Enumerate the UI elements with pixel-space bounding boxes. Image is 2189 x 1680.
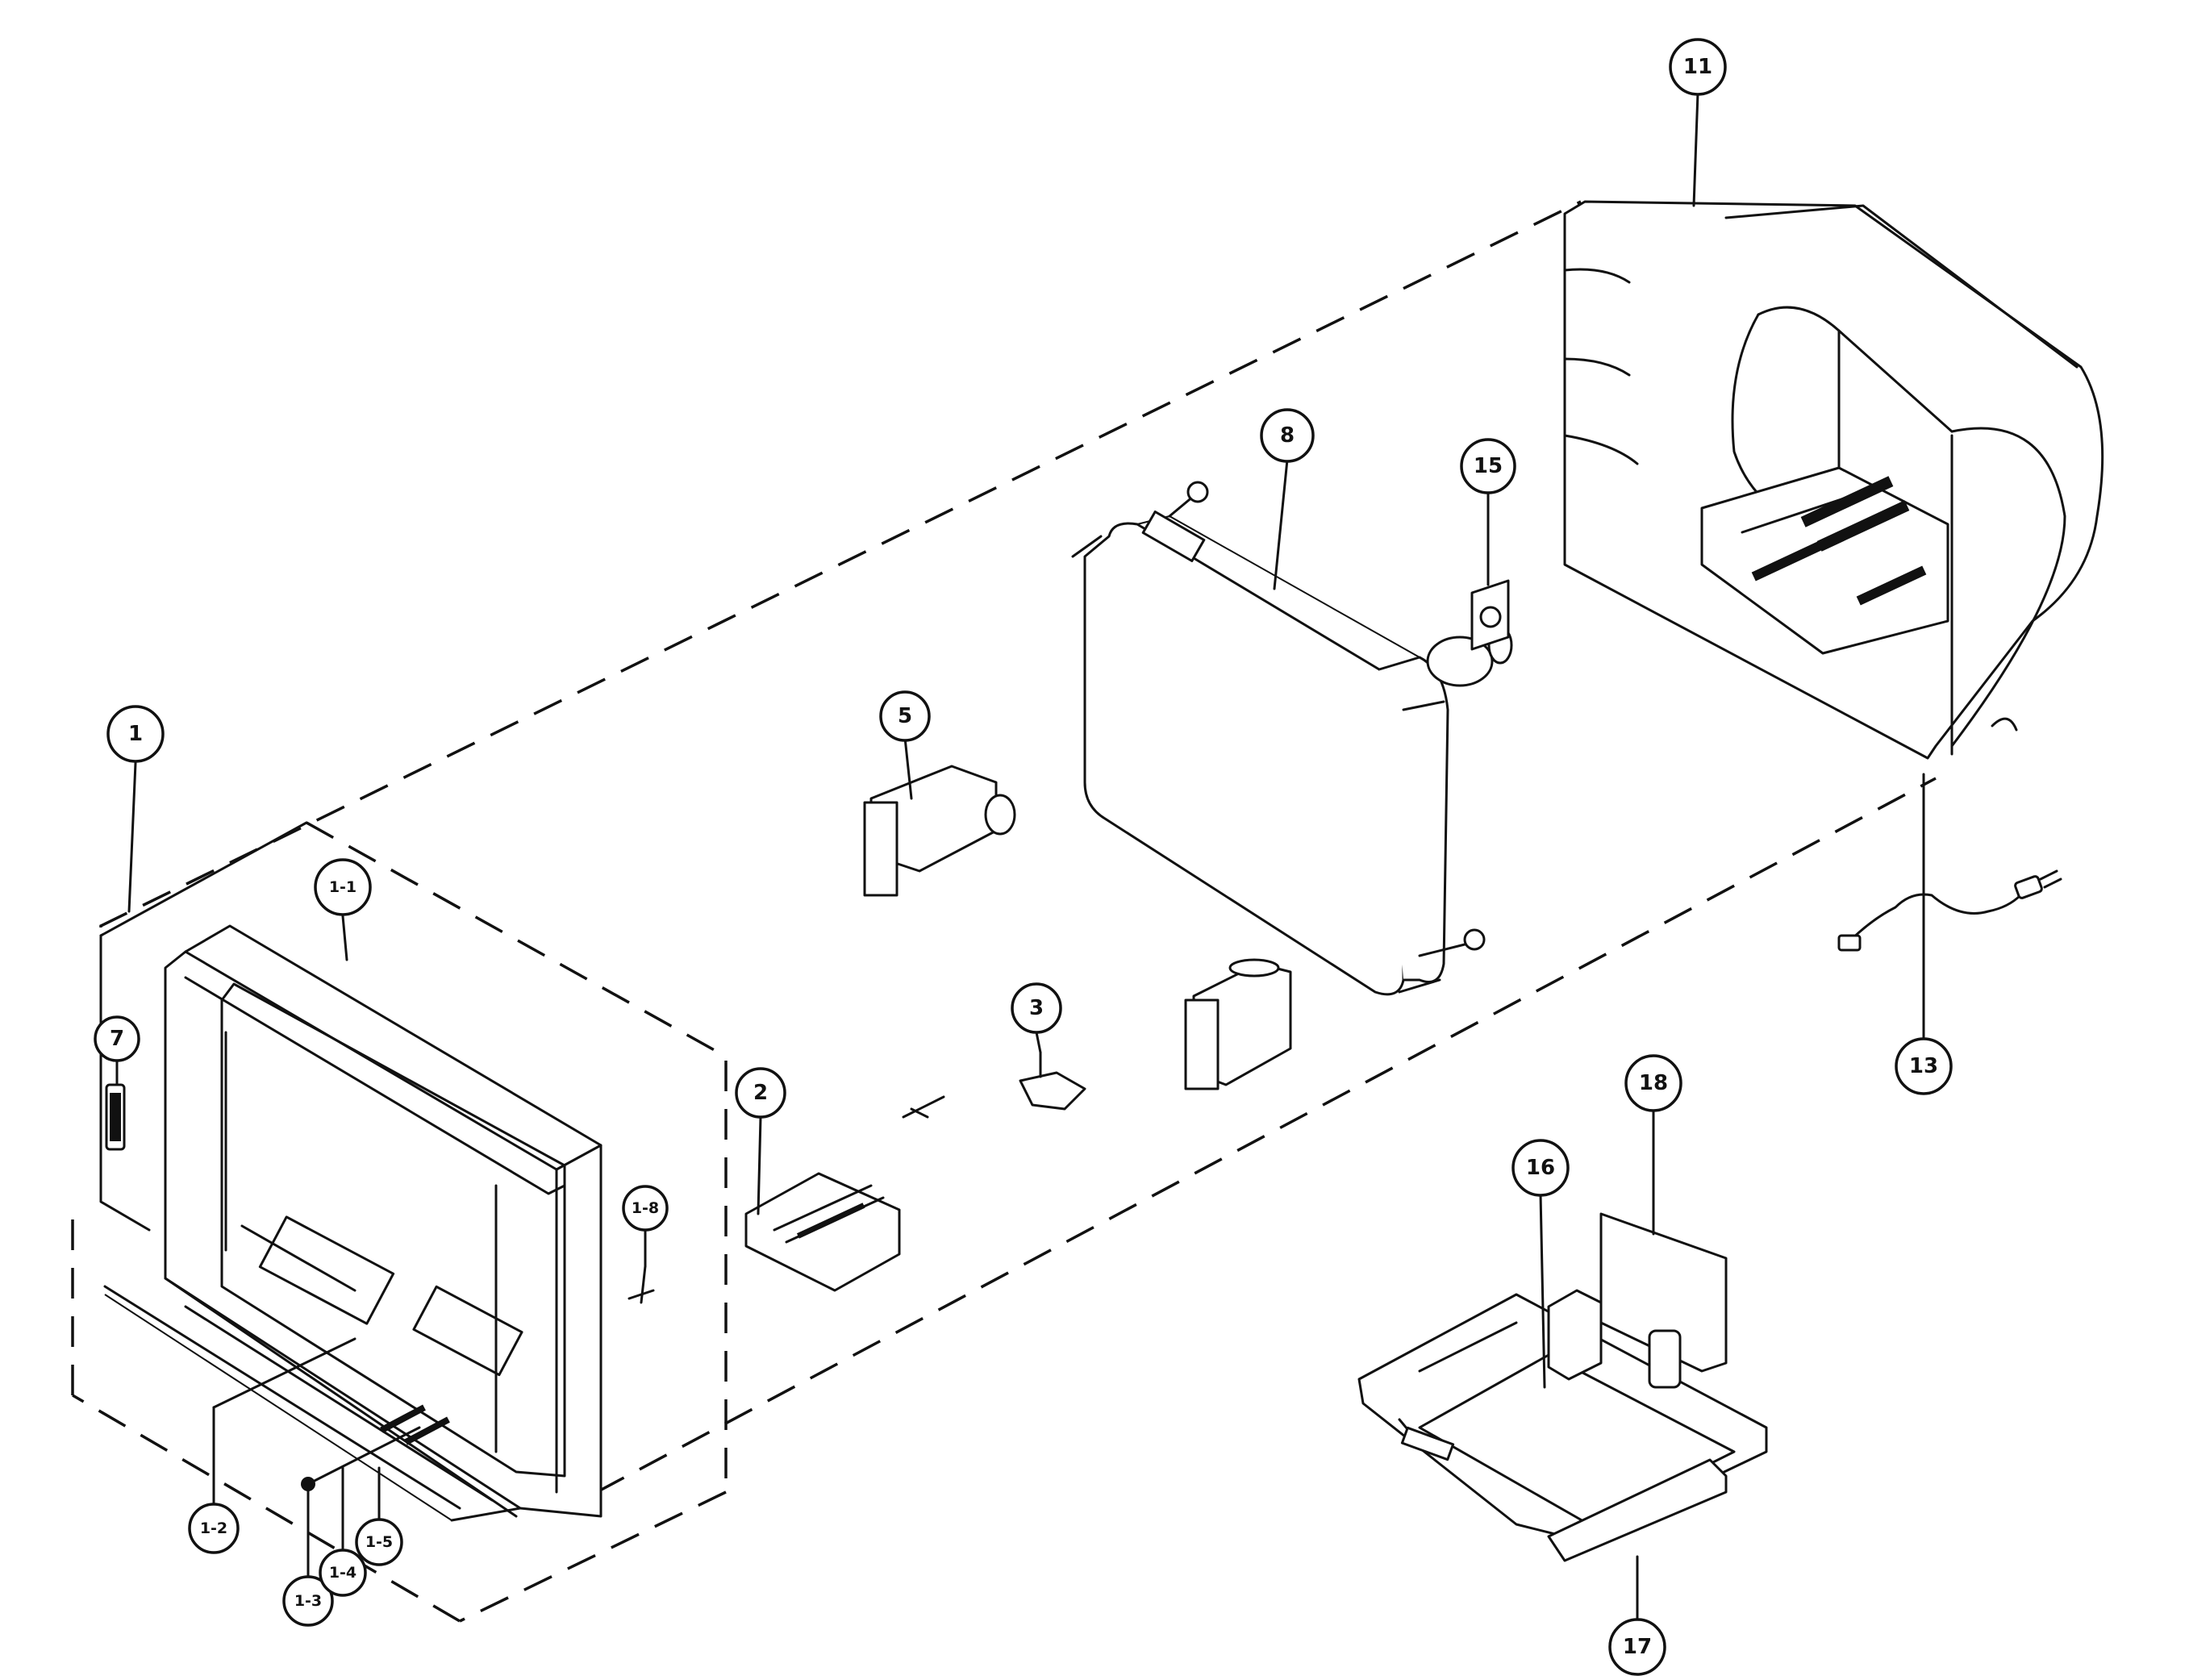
svg-text:18: 18 xyxy=(1639,1071,1668,1095)
svg-text:5: 5 xyxy=(898,704,912,728)
neck-board xyxy=(1470,579,1510,651)
svg-text:8: 8 xyxy=(1280,423,1295,448)
assembly-outline xyxy=(71,200,1937,1623)
svg-text:1-5: 1-5 xyxy=(365,1533,393,1551)
bracket-part xyxy=(902,1051,1086,1119)
callout-11: 11 xyxy=(1669,38,1727,96)
callout-5: 5 xyxy=(879,690,931,742)
callout-18: 18 xyxy=(1624,1054,1682,1112)
callout-1: 1 xyxy=(106,705,165,763)
svg-text:13: 13 xyxy=(1909,1054,1938,1078)
svg-text:11: 11 xyxy=(1683,55,1712,79)
svg-text:1-2: 1-2 xyxy=(200,1520,227,1537)
callout-3: 3 xyxy=(1011,982,1062,1034)
control-pcb xyxy=(744,1172,901,1292)
callout-1-1: 1-1 xyxy=(314,858,372,916)
front-small-parts xyxy=(212,1265,655,1530)
svg-text:3: 3 xyxy=(1029,996,1044,1020)
svg-text:15: 15 xyxy=(1474,454,1503,478)
speaker-left xyxy=(863,765,1016,897)
svg-text:17: 17 xyxy=(1623,1635,1652,1659)
callout-1-4: 1-4 xyxy=(319,1549,367,1597)
callout-13: 13 xyxy=(1895,1037,1953,1095)
speaker-right xyxy=(1184,958,1292,1090)
callout-1-2: 1-2 xyxy=(188,1503,240,1554)
front-cabinet xyxy=(99,821,602,1522)
callout-7: 7 xyxy=(94,1015,140,1062)
callout-16: 16 xyxy=(1511,1139,1570,1197)
leader-lines xyxy=(115,91,1925,1623)
callout-1-8: 1-8 xyxy=(622,1185,669,1232)
svg-text:1: 1 xyxy=(128,722,143,746)
svg-text:1-8: 1-8 xyxy=(632,1199,659,1217)
picture-tube xyxy=(1071,481,1513,996)
power-cord xyxy=(1837,869,2062,952)
callout-17: 17 xyxy=(1608,1618,1666,1676)
rear-cabinet xyxy=(1563,200,2104,760)
svg-text:1-3: 1-3 xyxy=(294,1592,322,1610)
callout-2: 2 xyxy=(735,1067,786,1119)
callout-8: 8 xyxy=(1260,408,1315,463)
main-chassis-pcb xyxy=(1357,1212,1768,1562)
svg-text:16: 16 xyxy=(1526,1156,1555,1180)
svg-text:7: 7 xyxy=(110,1027,124,1051)
svg-text:1-1: 1-1 xyxy=(329,878,356,896)
callout-1-3: 1-3 xyxy=(282,1575,334,1627)
callout-1-5: 1-5 xyxy=(355,1518,403,1566)
svg-text:2: 2 xyxy=(753,1081,768,1105)
side-jack-panel xyxy=(105,1083,126,1151)
svg-text:1-4: 1-4 xyxy=(329,1564,356,1582)
callout-15: 15 xyxy=(1460,438,1516,494)
